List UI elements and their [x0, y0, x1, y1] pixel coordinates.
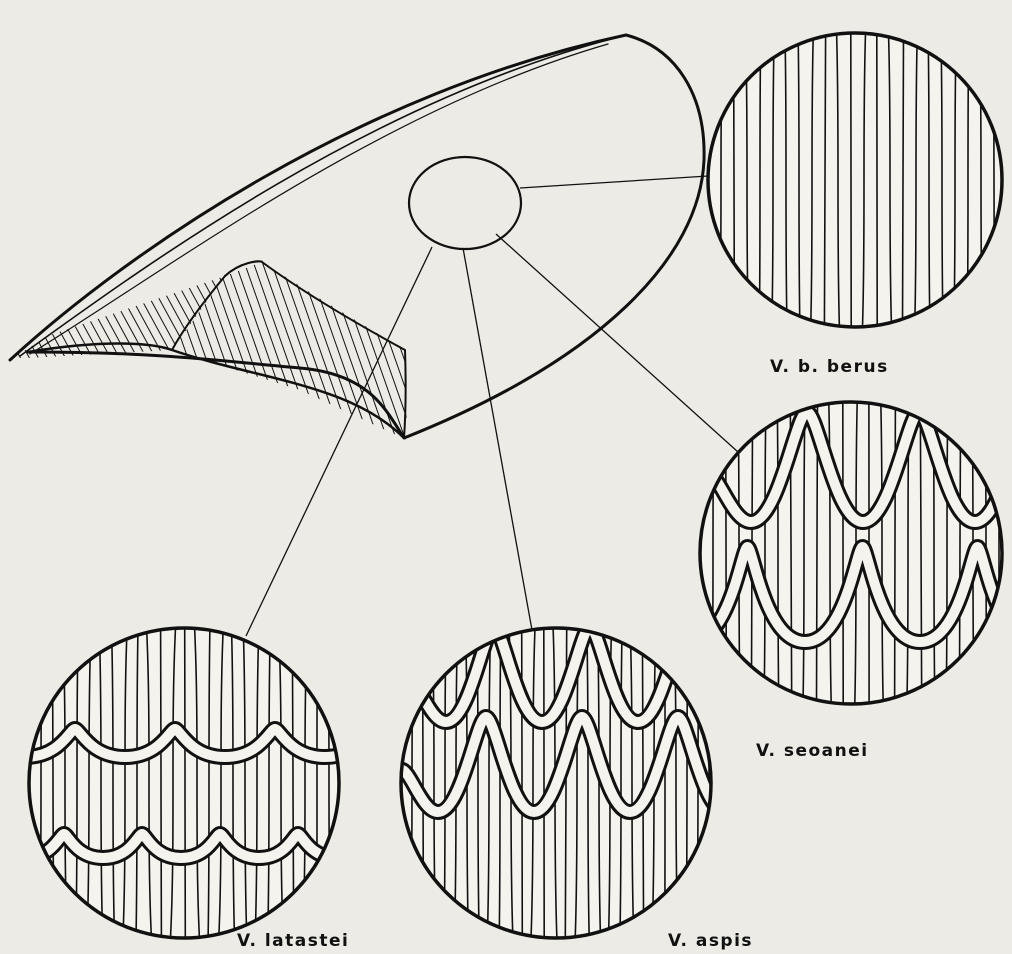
hatch-line — [312, 250, 382, 450]
ridge-line — [161, 628, 162, 938]
ridge-line — [734, 33, 735, 327]
hatch-line — [276, 250, 346, 450]
leader-line-aspis — [463, 248, 532, 630]
hatch-line — [303, 250, 373, 450]
ridge-line — [423, 628, 424, 938]
label-v-aspis: V. aspis — [668, 931, 753, 951]
ridge-line — [967, 33, 969, 327]
hatch-line — [213, 250, 283, 450]
ridge-line — [994, 33, 995, 327]
magnified-view-seoanei — [690, 402, 1012, 704]
keel-hatching-right — [150, 250, 490, 450]
keel-hatching-left — [0, 260, 297, 370]
hatch-line — [240, 250, 310, 450]
ridge-line — [687, 628, 688, 938]
hatch-line — [0, 260, 9, 370]
hatch-line — [321, 250, 391, 450]
scale-inner-edge — [20, 38, 615, 356]
hatch-line — [204, 250, 274, 450]
label-v-seoanei: V. seoanei — [756, 741, 869, 761]
hatch-line — [249, 250, 319, 450]
ridge-line — [185, 628, 186, 938]
label-v-b-berus: V. b. berus — [770, 357, 889, 377]
ridge-line — [52, 628, 53, 938]
hatch-line — [147, 260, 207, 370]
hatch-line — [222, 250, 292, 450]
ridge-line — [522, 628, 523, 938]
hatch-line — [330, 250, 400, 450]
hatch-line — [375, 250, 445, 450]
ridge-line — [903, 33, 904, 327]
hatch-line — [420, 250, 490, 450]
leader-line-berus — [520, 176, 708, 188]
hatch-line — [195, 250, 265, 450]
ridge-line — [759, 33, 760, 327]
hatch-line — [177, 250, 247, 450]
hatch-line — [294, 250, 364, 450]
sample-area-ellipse — [409, 157, 521, 249]
hatch-line — [402, 250, 472, 450]
leader-line-seoanei — [496, 234, 738, 452]
label-v-latastei: V. latastei — [237, 931, 349, 951]
ridge-line — [726, 402, 727, 704]
scale-keel-edge — [225, 261, 262, 276]
hatch-line — [366, 250, 436, 450]
leader-line-latastei — [246, 247, 432, 636]
hatch-line — [267, 250, 337, 450]
magnified-view-berus — [708, 33, 1002, 327]
hatch-line — [285, 250, 355, 450]
leader-lines — [246, 176, 738, 636]
magnified-view-aspis — [390, 627, 782, 938]
hatch-line — [231, 250, 301, 450]
hatch-line — [258, 250, 328, 450]
magnified-view-latastei — [25, 628, 425, 938]
hatch-line — [168, 250, 238, 450]
